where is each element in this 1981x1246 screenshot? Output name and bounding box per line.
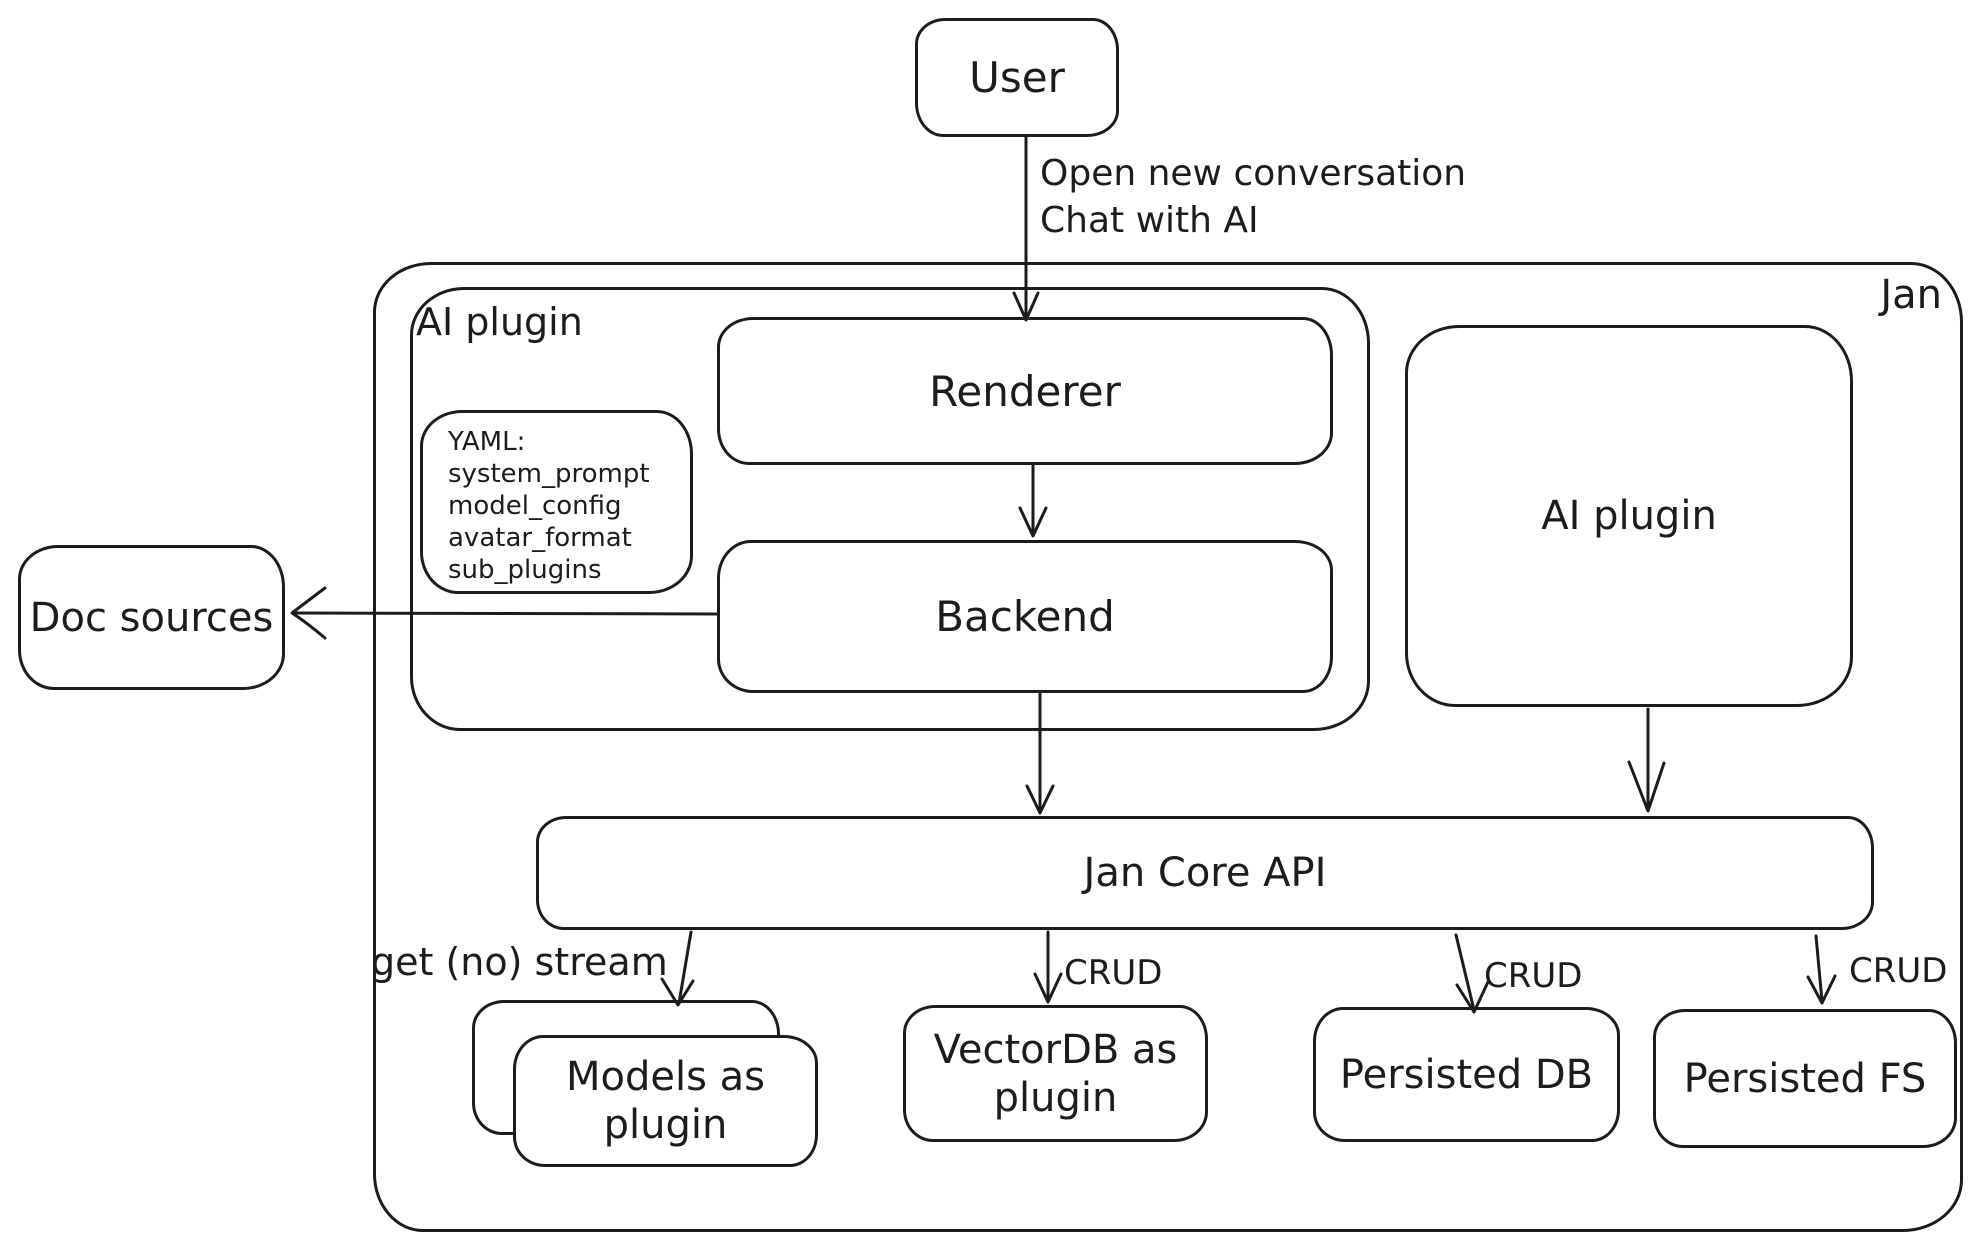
doc-sources-node: Doc sources bbox=[18, 545, 285, 690]
yaml-note-line: system_prompt bbox=[448, 459, 650, 489]
jan-container bbox=[373, 262, 1963, 1232]
jan-container-label: Jan bbox=[1880, 272, 1942, 318]
user-node: User bbox=[915, 18, 1119, 137]
models-node-label-line: Models as bbox=[565, 1054, 765, 1100]
models-node: Models as plugin bbox=[513, 1035, 818, 1167]
edge-label-crud-persisted-fs: CRUD bbox=[1849, 951, 1948, 991]
edge-label-get-no-stream: get (no) stream bbox=[371, 940, 668, 984]
persisted-db-node-label: Persisted DB bbox=[1339, 1051, 1594, 1098]
edge-label-crud-vectordb: CRUD bbox=[1064, 953, 1163, 993]
doc-sources-node-label: Doc sources bbox=[29, 594, 274, 641]
ai-plugin-right-node: AI plugin bbox=[1405, 325, 1853, 707]
edge-label-line: Chat with AI bbox=[1040, 200, 1259, 241]
backend-node-label: Backend bbox=[935, 592, 1115, 641]
ai-plugin-right-node-label: AI plugin bbox=[1541, 493, 1717, 539]
renderer-node: Renderer bbox=[717, 317, 1333, 465]
ai-plugin-left-label: AI plugin bbox=[416, 300, 583, 344]
yaml-note-line: sub_plugins bbox=[448, 555, 602, 585]
persisted-fs-node: Persisted FS bbox=[1653, 1009, 1957, 1148]
yaml-note-line: YAML: bbox=[448, 427, 526, 457]
vectordb-node: VectorDB as plugin bbox=[903, 1005, 1208, 1142]
user-node-label: User bbox=[969, 53, 1065, 102]
yaml-note-line: model_config bbox=[448, 491, 622, 521]
ai-plugin-left-container bbox=[410, 287, 1370, 731]
persisted-db-node: Persisted DB bbox=[1313, 1007, 1620, 1142]
yaml-note-line: avatar_format bbox=[448, 523, 632, 553]
persisted-fs-node-label: Persisted FS bbox=[1683, 1055, 1927, 1102]
edge-label-crud-persisted-db: CRUD bbox=[1484, 956, 1583, 996]
renderer-node-label: Renderer bbox=[929, 366, 1121, 416]
edge-label-user-to-renderer: Open new conversation Chat with AI bbox=[1040, 150, 1466, 244]
vectordb-node-label-line: plugin bbox=[993, 1074, 1118, 1121]
jan-core-api-node: Jan Core API bbox=[536, 816, 1874, 930]
jan-core-api-node-label: Jan Core API bbox=[1083, 850, 1327, 896]
backend-node: Backend bbox=[717, 540, 1333, 693]
models-node-label-line: plugin bbox=[603, 1102, 728, 1148]
edge-label-line: Open new conversation bbox=[1040, 153, 1467, 194]
yaml-note: YAML: system_prompt model_config avatar_… bbox=[420, 410, 693, 594]
vectordb-node-label-line: VectorDB as bbox=[933, 1026, 1178, 1073]
